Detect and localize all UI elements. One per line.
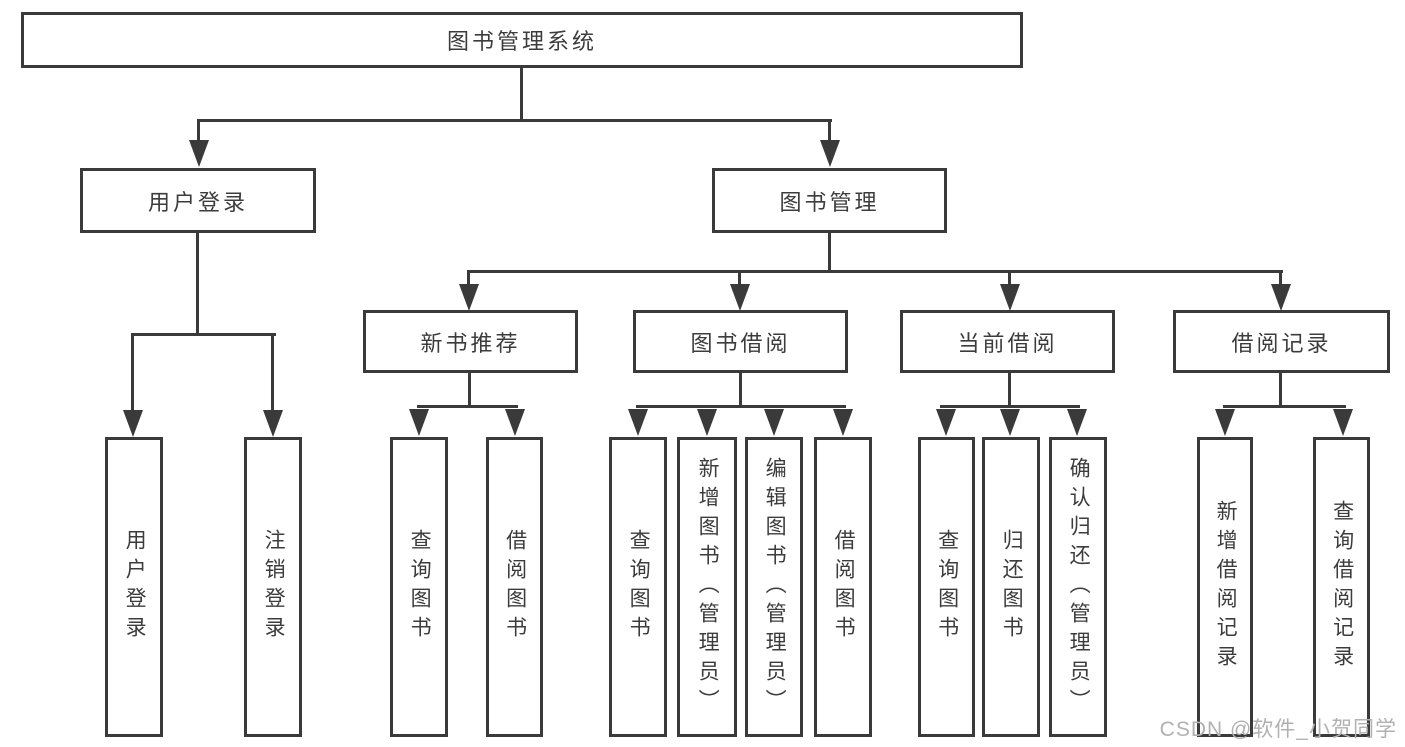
node-label: 图书管理 — [779, 189, 880, 215]
leaf-records-add-borrow-record: 新增借阅记录 — [1197, 437, 1253, 737]
leaf-label: 新增借阅记录 — [1214, 500, 1238, 674]
connector-line — [468, 371, 471, 408]
connector-line — [828, 231, 831, 273]
connector-line — [196, 231, 199, 335]
node-label: 图书管理系统 — [446, 29, 597, 54]
node-label: 当前借阅 — [957, 330, 1058, 356]
arrow-down-icon — [459, 284, 479, 311]
connector-line — [417, 405, 518, 408]
node-label: 借阅记录 — [1231, 330, 1332, 356]
leaf-borrowing-add-books-admin: 新增图书（管理员） — [677, 437, 737, 737]
arrow-down-icon — [1333, 409, 1353, 436]
leaf-label: 确认归还（管理员） — [1067, 456, 1091, 718]
arrow-down-icon — [820, 140, 840, 167]
node-label: 图书借阅 — [690, 330, 791, 356]
leaf-label: 借阅图书 — [503, 529, 527, 645]
arrow-down-icon — [505, 409, 525, 436]
arrow-down-icon — [628, 409, 648, 436]
leaf-label: 注销登录 — [262, 529, 286, 645]
leaf-label: 借阅图书 — [832, 529, 856, 645]
node-library-system: 图书管理系统 — [21, 12, 1023, 68]
connector-line — [467, 270, 470, 288]
connector-line — [467, 270, 1283, 273]
connector-line — [940, 405, 1080, 408]
arrow-down-icon — [730, 284, 750, 311]
node-borrowing-records: 借阅记录 — [1173, 310, 1390, 373]
leaf-label: 查询借阅记录 — [1330, 500, 1354, 674]
node-new-book-recommendation: 新书推荐 — [363, 310, 578, 373]
arrow-down-icon — [764, 409, 784, 436]
arrow-down-icon — [936, 409, 956, 436]
arrow-down-icon — [1000, 284, 1020, 311]
node-label: 新书推荐 — [420, 330, 521, 356]
leaf-label: 查询图书 — [935, 529, 959, 645]
leaf-label: 查询图书 — [408, 529, 432, 645]
watermark: CSDN @软件_小贺同学 — [1159, 718, 1397, 741]
node-book-borrowing: 图书借阅 — [633, 310, 848, 373]
leaf-current-return-books: 归还图书 — [982, 437, 1040, 737]
leaf-user-login: 用户登录 — [105, 437, 163, 737]
node-label: 用户登录 — [147, 189, 248, 215]
connector-line — [739, 371, 742, 408]
arrow-down-icon — [1271, 284, 1291, 311]
leaf-newbook-borrow-books: 借阅图书 — [486, 437, 543, 737]
connector-line — [198, 119, 832, 122]
arrow-down-icon — [409, 409, 429, 436]
leaf-borrowing-edit-books-admin: 编辑图书（管理员） — [745, 437, 803, 737]
leaf-label: 新增图书（管理员） — [696, 456, 720, 718]
leaf-borrowing-borrow-books: 借阅图书 — [814, 437, 872, 737]
arrow-down-icon — [263, 410, 283, 437]
leaf-borrowing-query-books: 查询图书 — [609, 437, 667, 737]
leaf-label: 用户登录 — [123, 529, 147, 645]
arrow-down-icon — [833, 409, 853, 436]
leaf-records-query-borrow-record: 查询借阅记录 — [1313, 437, 1370, 737]
connector-line — [271, 333, 274, 412]
connector-line — [1279, 371, 1282, 408]
leaf-label: 归还图书 — [1000, 529, 1024, 645]
connector-line — [131, 333, 134, 412]
connector-line — [1279, 270, 1282, 288]
leaf-logout: 注销登录 — [244, 437, 302, 737]
connector-line — [636, 405, 846, 408]
connector-line — [828, 119, 831, 143]
connector-line — [738, 270, 741, 288]
leaf-current-confirm-return-admin: 确认归还（管理员） — [1049, 437, 1107, 737]
arrow-down-icon — [189, 140, 209, 167]
connector-line — [1008, 270, 1011, 288]
arrow-down-icon — [123, 410, 143, 437]
leaf-label: 编辑图书（管理员） — [763, 456, 787, 718]
node-book-management: 图书管理 — [712, 168, 947, 233]
node-user-login: 用户登录 — [80, 168, 316, 233]
arrow-down-icon — [1067, 409, 1087, 436]
connector-line — [131, 333, 276, 336]
arrow-down-icon — [1000, 409, 1020, 436]
leaf-current-query-books: 查询图书 — [918, 437, 975, 737]
arrow-down-icon — [697, 409, 717, 436]
connector-line — [197, 119, 200, 143]
connector-line — [1008, 371, 1011, 408]
leaf-label: 查询图书 — [627, 529, 651, 645]
connector-line — [520, 66, 523, 122]
arrow-down-icon — [1215, 409, 1235, 436]
connector-line — [1223, 405, 1346, 408]
leaf-newbook-query-books: 查询图书 — [390, 437, 448, 737]
node-current-borrowing: 当前借阅 — [900, 310, 1115, 373]
